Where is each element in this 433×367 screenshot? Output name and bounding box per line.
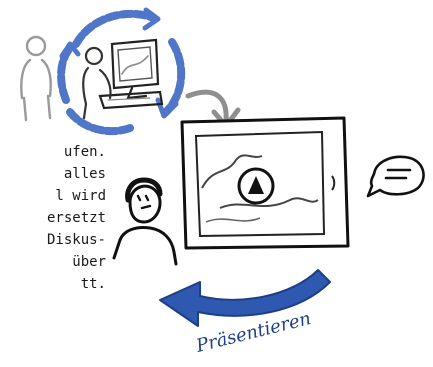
person-icon <box>21 37 50 120</box>
upload-icon <box>239 169 273 203</box>
presenter-icon <box>114 180 176 264</box>
speech-bubble-icon <box>368 157 424 196</box>
circular-arrows-icon <box>61 10 181 131</box>
